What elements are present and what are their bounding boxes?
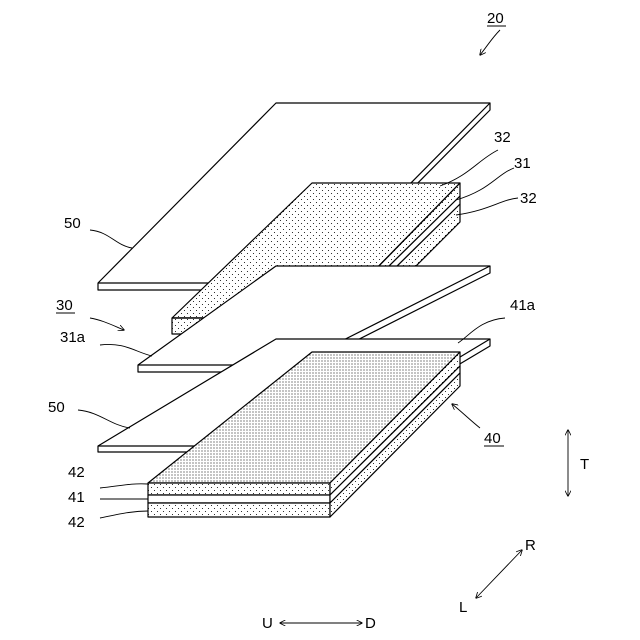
ref-arrow-20	[480, 30, 500, 55]
leader-32-top	[440, 150, 498, 186]
leader-32-bottom	[456, 198, 518, 215]
label-20: 20	[487, 10, 504, 27]
label-32-bottom: 32	[520, 190, 537, 207]
label-41: 41	[68, 489, 85, 506]
label-31: 31	[514, 155, 531, 172]
arrow-RL	[476, 550, 522, 598]
label-32-top: 32	[494, 129, 511, 146]
leader-42-top	[100, 484, 148, 488]
leader-31	[456, 168, 514, 200]
dir-label-T: T	[580, 456, 589, 473]
label-40: 40	[484, 430, 501, 447]
leader-50-upper	[90, 230, 132, 248]
leader-31a	[100, 344, 152, 356]
dir-label-L: L	[459, 599, 467, 616]
leader-50-lower	[78, 410, 130, 428]
label-42-bottom: 42	[68, 514, 85, 531]
label-50-lower: 50	[48, 399, 65, 416]
label-31a: 31a	[60, 329, 86, 346]
ref-arrow-40	[452, 404, 480, 428]
label-42-top: 42	[68, 464, 85, 481]
label-41a: 41a	[510, 297, 536, 314]
leader-42-bottom	[100, 511, 148, 518]
dir-label-D: D	[365, 615, 376, 632]
label-30: 30	[56, 297, 73, 314]
dir-label-R: R	[525, 537, 536, 554]
ref-arrow-30	[90, 318, 124, 330]
label-50-upper: 50	[64, 215, 81, 232]
dir-label-U: U	[262, 615, 273, 632]
